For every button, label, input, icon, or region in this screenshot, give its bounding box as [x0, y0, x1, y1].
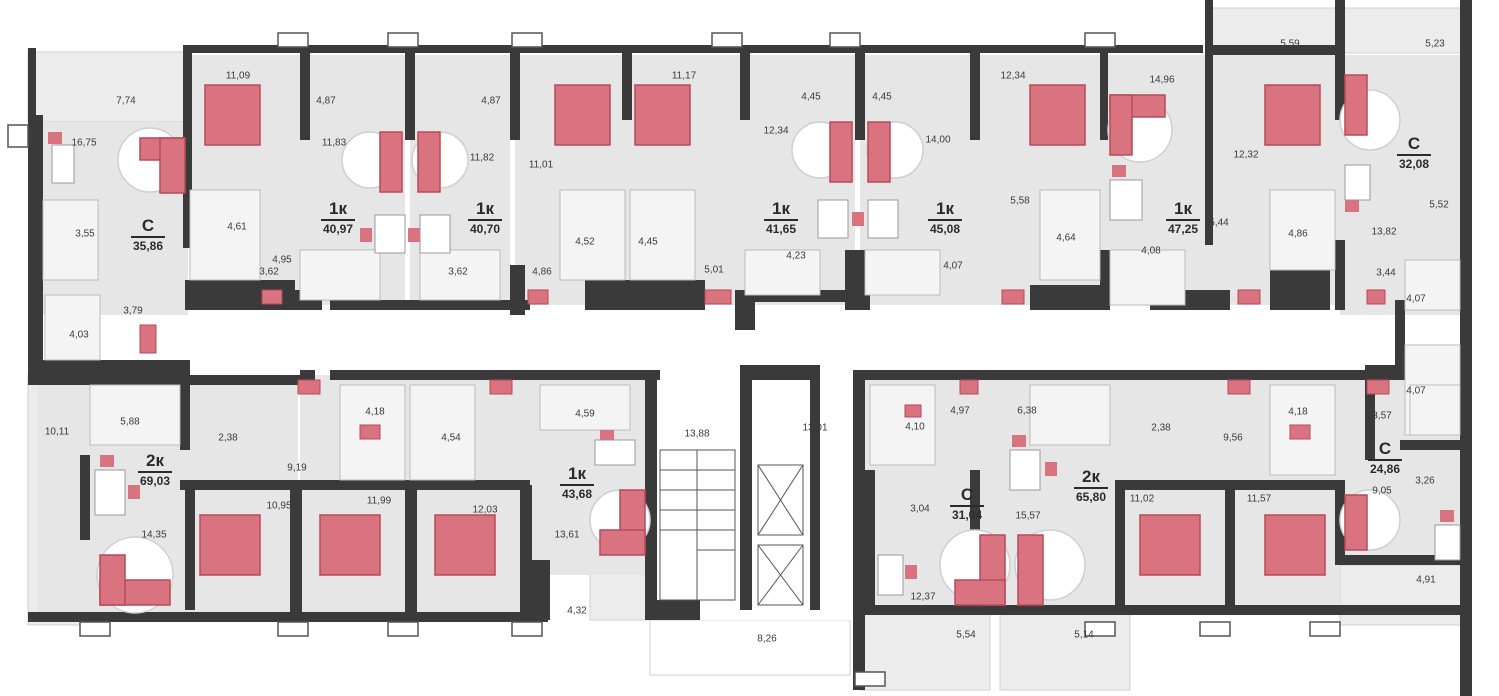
room-area: 4,18 — [365, 406, 385, 418]
room-area: 4,23 — [786, 250, 806, 262]
room-area: 11,83 — [321, 137, 347, 149]
room-area: 11,99 — [366, 495, 392, 507]
room-area: 4,86 — [532, 266, 552, 278]
room-area: 3,57 — [1372, 410, 1392, 422]
room-area: 3,62 — [448, 266, 468, 278]
room-area: 4,45 — [801, 91, 821, 103]
room-area: 4,07 — [943, 260, 963, 272]
windows — [7, 32, 1341, 687]
dining-tables — [51, 144, 1461, 596]
room-area: 4,87 — [481, 95, 501, 107]
room-area: 10,95 — [266, 500, 292, 512]
room-area: 4,18 — [1288, 406, 1308, 418]
room-area: 4,87 — [316, 95, 336, 107]
room-area: 4,03 — [69, 329, 89, 341]
room-area: 11,01 — [528, 159, 554, 171]
room-area: 4,64 — [1056, 232, 1076, 244]
room-area: 8,26 — [757, 633, 777, 645]
elevators — [757, 464, 804, 606]
room-area: 11,09 — [225, 70, 251, 82]
room-area: 9,56 — [1223, 432, 1243, 444]
room-area: 13,88 — [684, 428, 710, 440]
room-area: 3,04 — [910, 503, 930, 515]
room-area: 9,05 — [1372, 485, 1392, 497]
room-area: 5,54 — [956, 629, 976, 641]
room-area: 12,34 — [1000, 70, 1026, 82]
room-area: 2,38 — [218, 432, 238, 444]
room-area: 4,95 — [272, 254, 292, 266]
room-area: 5,44 — [1209, 217, 1229, 229]
room-area: 2,38 — [1151, 422, 1171, 434]
room-area: 11,82 — [469, 152, 495, 164]
room-area: 4,97 — [950, 405, 970, 417]
room-area: 14,00 — [925, 134, 951, 146]
room-area: 14,96 — [1149, 74, 1175, 86]
room-area: 6,38 — [1017, 405, 1037, 417]
room-area: 13,01 — [802, 422, 828, 434]
room-area: 5,58 — [1010, 195, 1030, 207]
room-area: 3,62 — [259, 266, 279, 278]
room-area: 3,44 — [1376, 267, 1396, 279]
room-area: 4,91 — [1416, 574, 1436, 586]
room-area: 4,08 — [1141, 245, 1161, 257]
room-area: 12,34 — [763, 125, 789, 137]
chairs — [48, 132, 1454, 579]
room-area: 11,02 — [1129, 493, 1155, 505]
room-area: 7,74 — [116, 95, 136, 107]
room-area: 3,79 — [123, 305, 143, 317]
room-area: 9,19 — [287, 462, 307, 474]
wet-rooms — [42, 189, 1461, 481]
room-area: 4,32 — [567, 605, 587, 617]
room-area: 5,23 — [1425, 38, 1445, 50]
room-area: 4,07 — [1406, 385, 1426, 397]
room-area: 15,57 — [1015, 510, 1041, 522]
room-area: 12,03 — [472, 504, 498, 516]
room-area: 4,52 — [575, 236, 595, 248]
room-area: 3,26 — [1415, 475, 1435, 487]
room-area: 16,75 — [71, 137, 97, 149]
room-area: 13,61 — [554, 529, 580, 541]
room-area: 12,37 — [910, 591, 936, 603]
room-area: 4,10 — [905, 421, 925, 433]
room-area: 4,86 — [1288, 228, 1308, 240]
room-area: 14,35 — [141, 529, 167, 541]
room-area: 5,01 — [704, 264, 724, 276]
room-area: 11,57 — [1246, 493, 1272, 505]
room-area: 3,55 — [75, 228, 95, 240]
staircase — [659, 449, 736, 601]
room-area: 13,82 — [1371, 226, 1397, 238]
room-area: 5,52 — [1429, 199, 1449, 211]
room-area: 5,14 — [1074, 629, 1094, 641]
room-area: 5,88 — [120, 416, 140, 428]
beds — [199, 84, 1326, 576]
room-area: 4,59 — [575, 408, 595, 420]
room-area: 10,11 — [44, 426, 70, 438]
room-area: 4,07 — [1406, 293, 1426, 305]
room-area: 12,32 — [1233, 149, 1259, 161]
room-area: 4,61 — [227, 221, 247, 233]
room-area: 11,17 — [671, 70, 697, 82]
room-area: 5,59 — [1280, 38, 1300, 50]
mats — [139, 289, 1390, 440]
sofas — [99, 74, 1368, 606]
room-area: 4,45 — [638, 236, 658, 248]
room-area: 4,45 — [872, 91, 892, 103]
room-area: 4,54 — [441, 432, 461, 444]
